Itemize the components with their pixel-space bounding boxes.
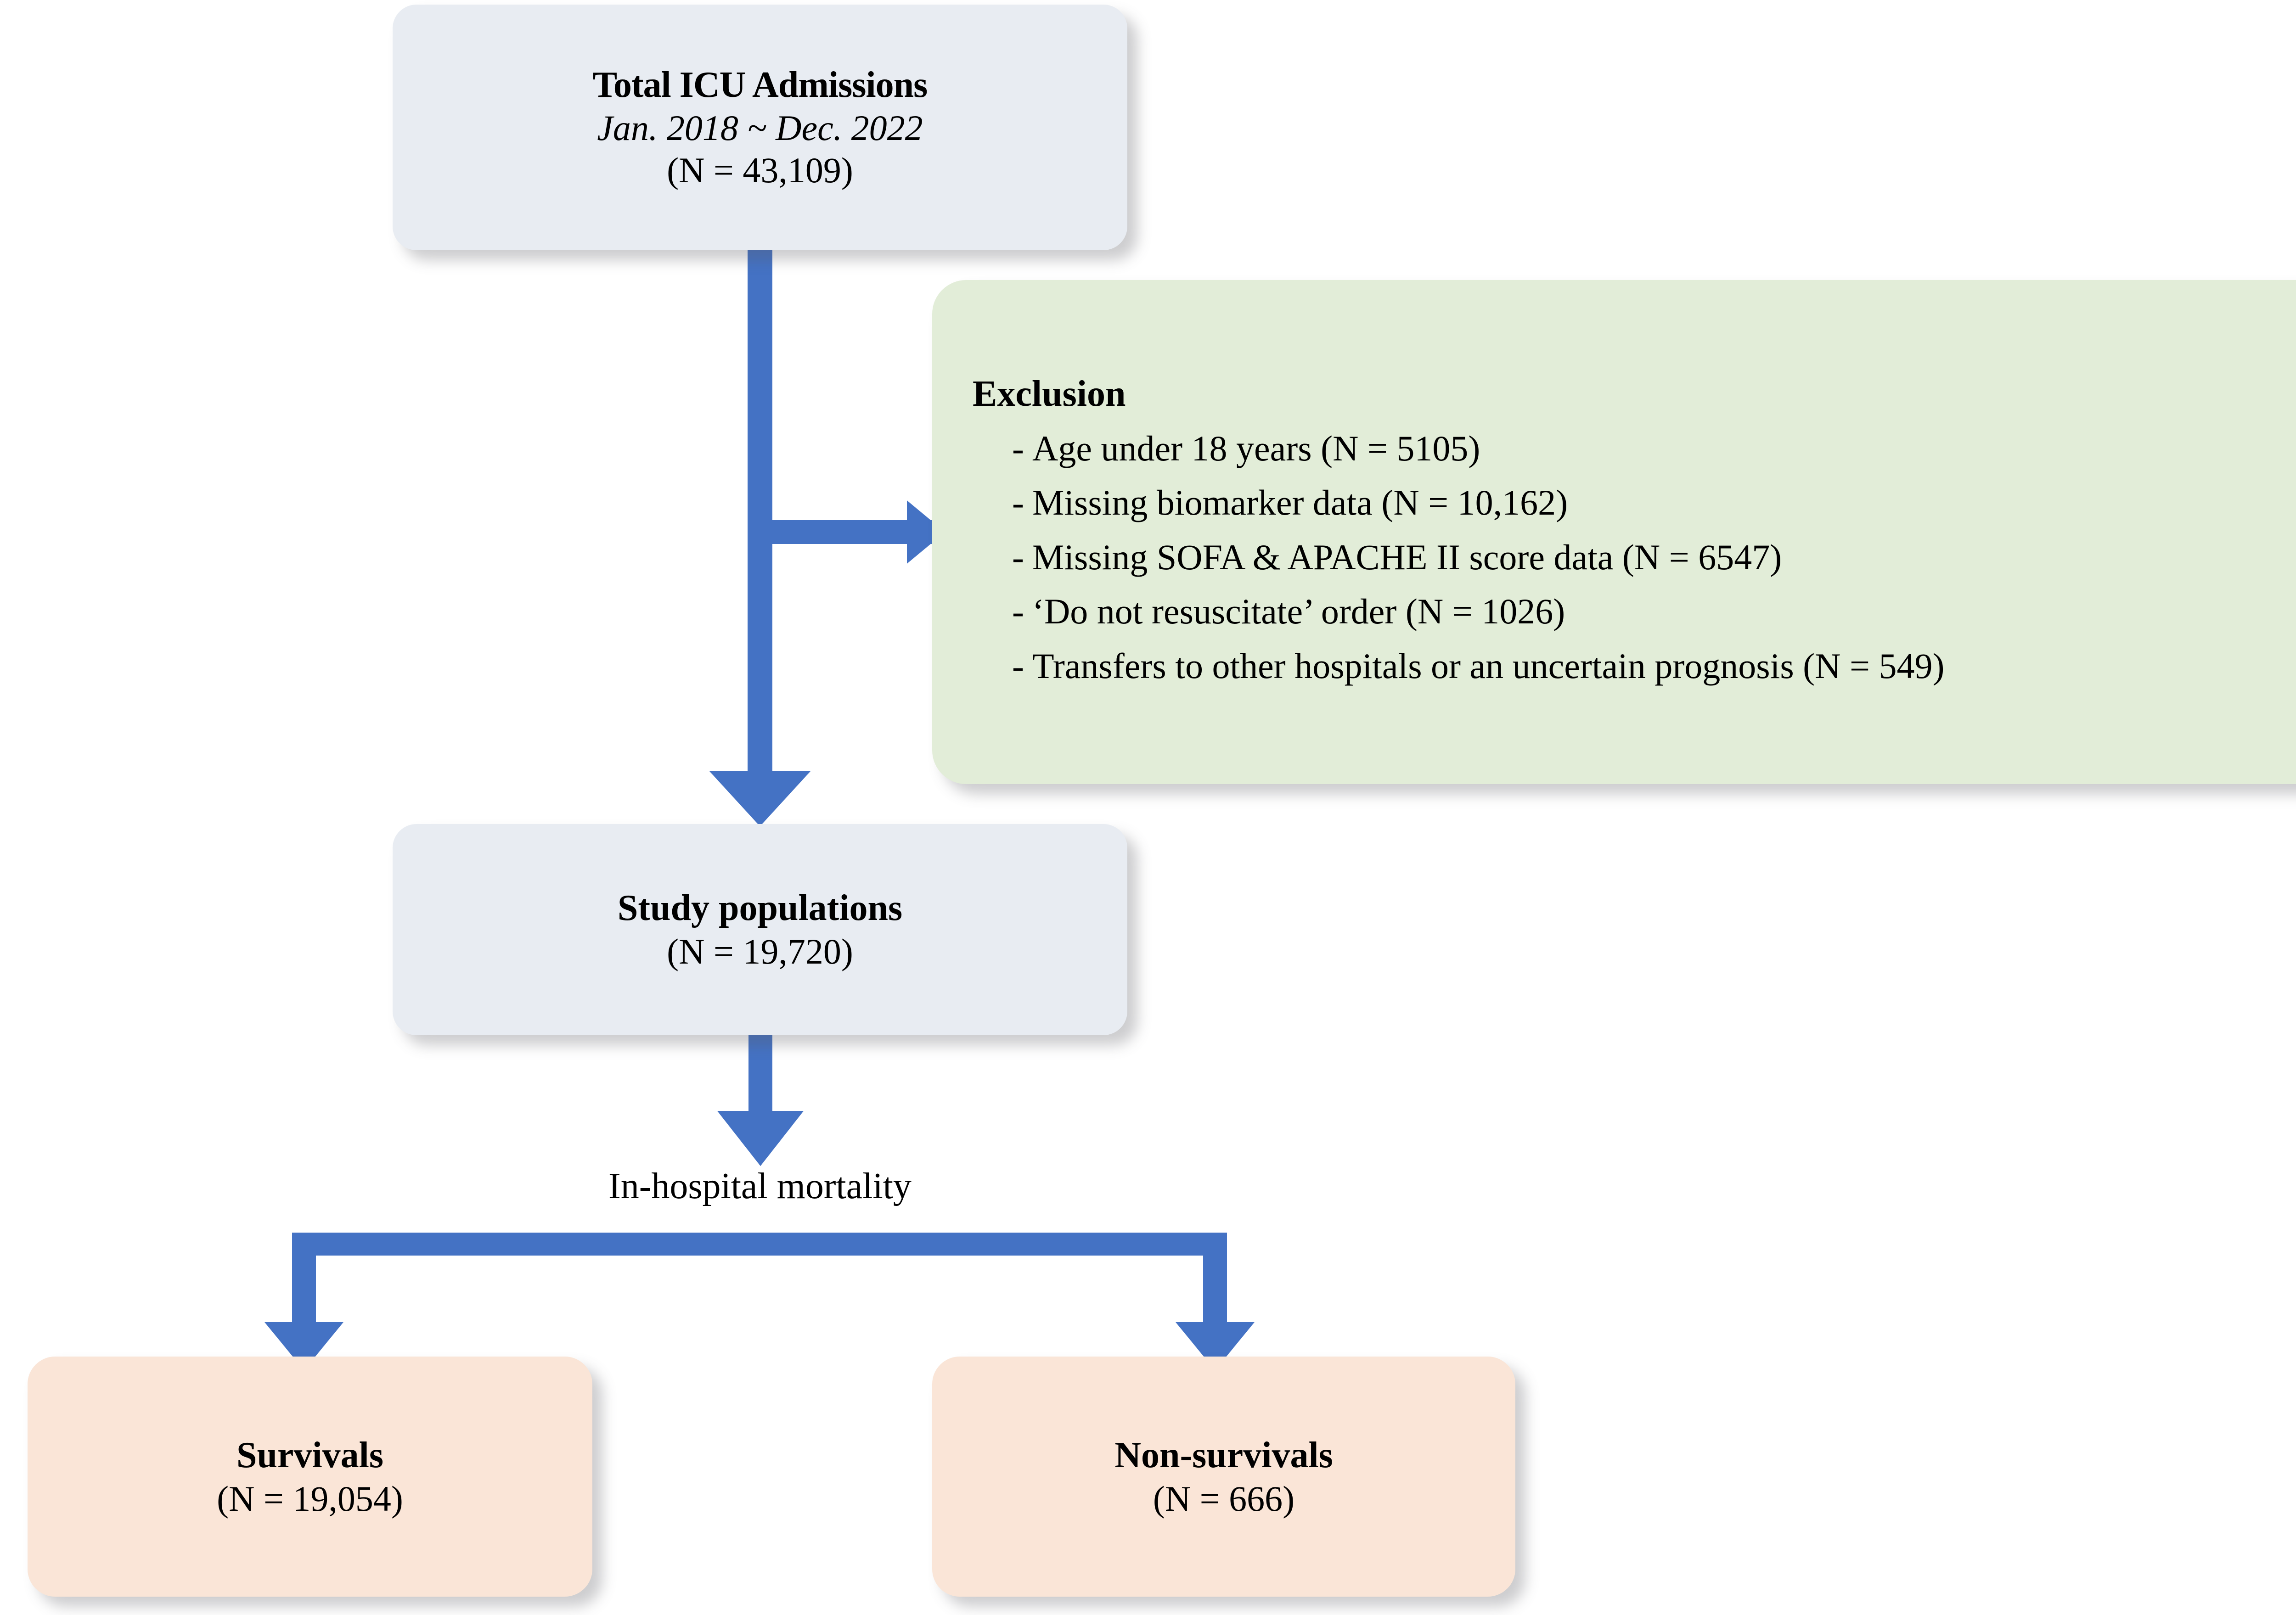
bullet-dash: - xyxy=(1012,537,1024,577)
node-study-populations[interactable]: Study populations (N = 19,720) xyxy=(393,824,1127,1035)
list-item-label: Missing SOFA & APACHE II score data (N =… xyxy=(1032,537,1782,577)
list-item: -‘Do not resuscitate’ order (N = 1026) xyxy=(1012,584,1944,639)
list-item: -Transfers to other hospitals or an unce… xyxy=(1012,639,1944,694)
node-study-populations-count: (N = 19,720) xyxy=(667,931,853,972)
list-item-label: Missing biomarker data (N = 10,162) xyxy=(1032,482,1568,523)
node-total-admissions[interactable]: Total ICU Admissions Jan. 2018 ~ Dec. 20… xyxy=(393,5,1127,250)
node-total-admissions-title: Total ICU Admissions xyxy=(592,65,928,106)
node-total-admissions-count: (N = 43,109) xyxy=(667,150,853,190)
arrow-total-to-study xyxy=(709,250,810,826)
list-item-label: Age under 18 years (N = 5105) xyxy=(1032,428,1480,468)
bullet-dash: - xyxy=(1012,428,1024,468)
bullet-dash: - xyxy=(1012,591,1024,632)
node-non-survivals[interactable]: Non-survivals (N = 666) xyxy=(932,1357,1515,1597)
list-item: -Missing SOFA & APACHE II score data (N … xyxy=(1012,530,1944,585)
node-non-survivals-title: Non-survivals xyxy=(1114,1435,1333,1475)
node-study-populations-title: Study populations xyxy=(617,888,903,929)
list-item-label: Transfers to other hospitals or an uncer… xyxy=(1032,645,1945,686)
edge-label-in-hospital-mortality: In-hospital mortality xyxy=(608,1166,912,1206)
bullet-dash: - xyxy=(1012,482,1024,523)
node-exclusion[interactable]: Exclusion -Age under 18 years (N = 5105)… xyxy=(932,280,2296,784)
list-item-label: ‘Do not resuscitate’ order (N = 1026) xyxy=(1032,591,1565,632)
bullet-dash: - xyxy=(1012,645,1024,686)
arrow-study-to-split xyxy=(717,1035,804,1166)
list-item: -Missing biomarker data (N = 10,162) xyxy=(1012,476,1944,530)
node-survivals-title: Survivals xyxy=(236,1435,384,1475)
node-total-admissions-period: Jan. 2018 ~ Dec. 2022 xyxy=(597,107,923,148)
node-non-survivals-count: (N = 666) xyxy=(1153,1478,1295,1519)
arrow-total-to-exclusion xyxy=(748,500,945,564)
node-survivals-count: (N = 19,054) xyxy=(217,1478,403,1519)
node-survivals[interactable]: Survivals (N = 19,054) xyxy=(28,1357,592,1597)
node-exclusion-title: Exclusion xyxy=(973,373,1126,414)
arrow-split-to-groups xyxy=(264,1233,1255,1370)
list-item: -Age under 18 years (N = 5105) xyxy=(1012,421,1944,476)
exclusion-reason-list: -Age under 18 years (N = 5105) -Missing … xyxy=(973,421,1944,694)
